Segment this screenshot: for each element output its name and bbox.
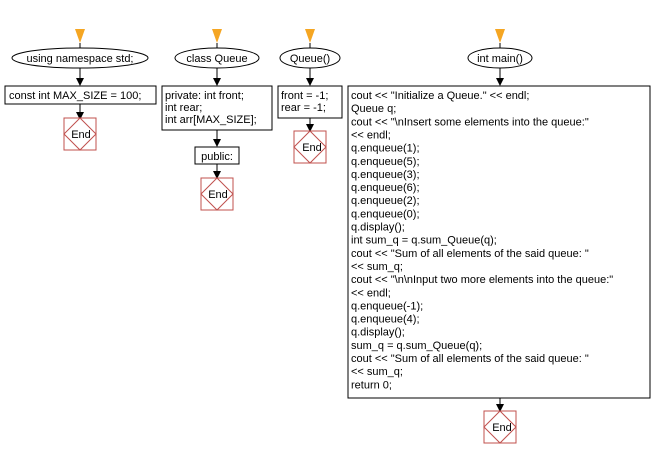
flow-arrow-icon: [306, 124, 314, 132]
process-line: q.enqueue(6);: [351, 182, 420, 194]
process-line: << endl;: [351, 129, 391, 141]
end-diamond: [63, 117, 97, 151]
flowchart-column-class: class Queue private: int front; int rear…: [161, 29, 273, 211]
end-label: End: [208, 189, 228, 201]
process-line: q.enqueue(1);: [351, 143, 420, 155]
main-code-lines: cout << "Initialize a Queue." << endl;Qu…: [351, 90, 613, 391]
flow-arrow-icon: [213, 171, 221, 179]
end-label: End: [71, 129, 91, 141]
start-label: Queue(): [290, 53, 330, 65]
process-line: q.enqueue(3);: [351, 169, 420, 181]
process-line: cout << "\n\nInput two more elements int…: [351, 274, 613, 286]
process-line: public:: [201, 151, 233, 163]
process-line: cout << "\nInsert some elements into the…: [351, 116, 589, 128]
flow-arrow-icon: [76, 78, 84, 86]
flow-arrow-icon: [306, 78, 314, 86]
process-line: q.enqueue(-1);: [351, 300, 423, 312]
process-line: q.enqueue(4);: [351, 314, 420, 326]
process-line: << sum_q;: [351, 261, 403, 273]
start-arrow-icon: [212, 29, 222, 43]
process-box-main: [347, 85, 651, 399]
process-box: [277, 85, 343, 119]
flowchart-column-main: int main() cout << "Initialize a Queue."…: [347, 29, 651, 444]
process-line: front = -1;: [281, 90, 328, 102]
flowchart-column-constructor: Queue() front = -1; rear = -1; End: [277, 29, 343, 164]
start-label: class Queue: [186, 53, 247, 65]
end-diamond: [200, 177, 234, 211]
process-line: q.display();: [351, 327, 405, 339]
process-line: int arr[MAX_SIZE];: [165, 114, 257, 126]
process-line: q.enqueue(5);: [351, 156, 420, 168]
process-line: q.display();: [351, 222, 405, 234]
process-line: cout << "Sum of all elements of the said…: [351, 353, 589, 365]
end-diamond: [483, 410, 517, 444]
end-label: End: [492, 422, 512, 434]
flow-arrow-icon: [496, 404, 504, 412]
process-line: return 0;: [351, 379, 392, 391]
start-label: using namespace std;: [26, 53, 133, 65]
process-line: << endl;: [351, 287, 391, 299]
end-diamond: [293, 130, 327, 164]
process-line: q.enqueue(2);: [351, 195, 420, 207]
flow-arrow-icon: [213, 139, 221, 147]
process-line: << sum_q;: [351, 366, 403, 378]
start-arrow-icon: [75, 29, 85, 43]
flowchart-column-namespace: using namespace std; const int MAX_SIZE …: [4, 29, 157, 151]
process-line: cout << "Initialize a Queue." << endl;: [351, 90, 529, 102]
process-line: Queue q;: [351, 103, 396, 115]
end-label: End: [302, 142, 322, 154]
flow-arrow-icon: [496, 78, 504, 86]
process-line: private: int front;: [165, 90, 244, 102]
flow-arrow-icon: [76, 112, 84, 120]
process-line: const int MAX_SIZE = 100;: [9, 90, 141, 102]
start-arrow-icon: [495, 29, 505, 43]
process-line: int sum_q = q.sum_Queue(q);: [351, 235, 497, 247]
start-arrow-icon: [305, 29, 315, 43]
process-line: rear = -1;: [281, 102, 326, 114]
process-line: q.enqueue(0);: [351, 208, 420, 220]
process-line: cout << "Sum of all elements of the said…: [351, 248, 589, 260]
flow-arrow-icon: [213, 78, 221, 86]
start-label: int main(): [477, 53, 523, 65]
process-line: sum_q = q.sum_Queue(q);: [351, 340, 482, 352]
process-line: int rear;: [165, 102, 202, 114]
